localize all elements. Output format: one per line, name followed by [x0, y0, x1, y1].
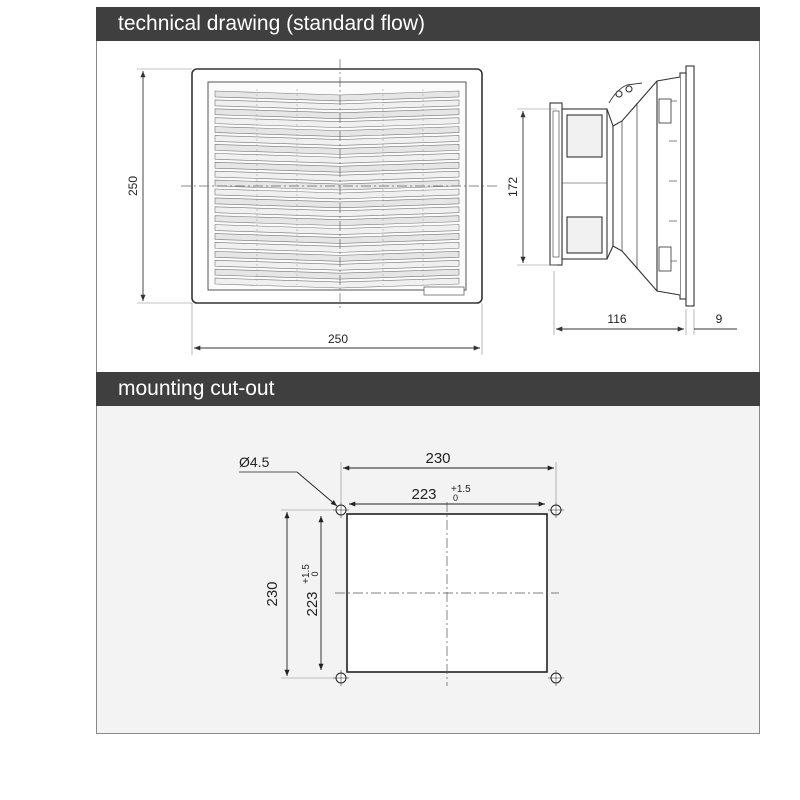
dim-front-height-label: 250: [126, 176, 140, 196]
dim-side-depth: 116 9: [553, 271, 737, 335]
mounting-drawing-area: Ø4.5 230 223 +1.5 0 230 223 +1.5: [96, 406, 760, 734]
dim-side-height: 172: [506, 108, 557, 266]
mounting-cutout-drawing: Ø4.5 230 223 +1.5 0 230 223 +1.5: [239, 450, 564, 686]
louver-slat: [214, 108, 460, 120]
dim-inner-width-tolerance-lower: 0: [453, 493, 458, 503]
dim-hole-diameter: Ø4.5: [239, 454, 338, 507]
dim-inner-height: 223 +1.5 0: [301, 516, 324, 670]
louver-slat: [214, 161, 460, 173]
dim-side-height-label: 172: [506, 177, 520, 197]
louver-slat: [214, 197, 460, 209]
louver-slat: [214, 268, 460, 280]
dim-hole-diameter-label: Ø4.5: [239, 454, 270, 470]
dim-inner-height-label: 223: [304, 591, 321, 616]
technical-drawing-area: 250 250: [96, 41, 760, 372]
dim-outer-width-label: 230: [425, 450, 450, 467]
dim-side-flange-label: 9: [716, 312, 723, 326]
section-header-mounting: mounting cut-out: [96, 372, 760, 406]
dim-outer-height: 230: [264, 509, 335, 679]
louver-slat: [214, 144, 460, 155]
dim-front-width: 250: [191, 303, 483, 355]
dim-outer-width: 230: [340, 450, 557, 502]
technical-drawing: 250 250: [126, 59, 737, 355]
front-view: [181, 59, 497, 311]
louver-slat: [214, 251, 460, 262]
louver-grille: [214, 89, 460, 289]
dim-side-depth-label: 116: [607, 312, 626, 326]
dim-front-height: 250: [126, 68, 192, 304]
dim-inner-height-tolerance: +1.5: [301, 564, 312, 584]
mounting-holes: [333, 502, 564, 686]
louver-slat: [214, 233, 460, 244]
section-header-technical: technical drawing (standard flow): [96, 7, 760, 41]
dim-inner-height-tolerance-lower: 0: [310, 571, 320, 576]
dim-inner-width-label: 223: [411, 486, 436, 503]
side-view: [549, 65, 695, 307]
louver-slat: [214, 126, 460, 137]
dim-inner-width-tolerance: +1.5: [451, 484, 471, 495]
dim-inner-width: 223 +1.5 0: [349, 484, 545, 507]
louver-slat: [214, 215, 460, 226]
dim-outer-height-label: 230: [264, 581, 281, 606]
dim-front-width-label: 250: [328, 332, 348, 346]
